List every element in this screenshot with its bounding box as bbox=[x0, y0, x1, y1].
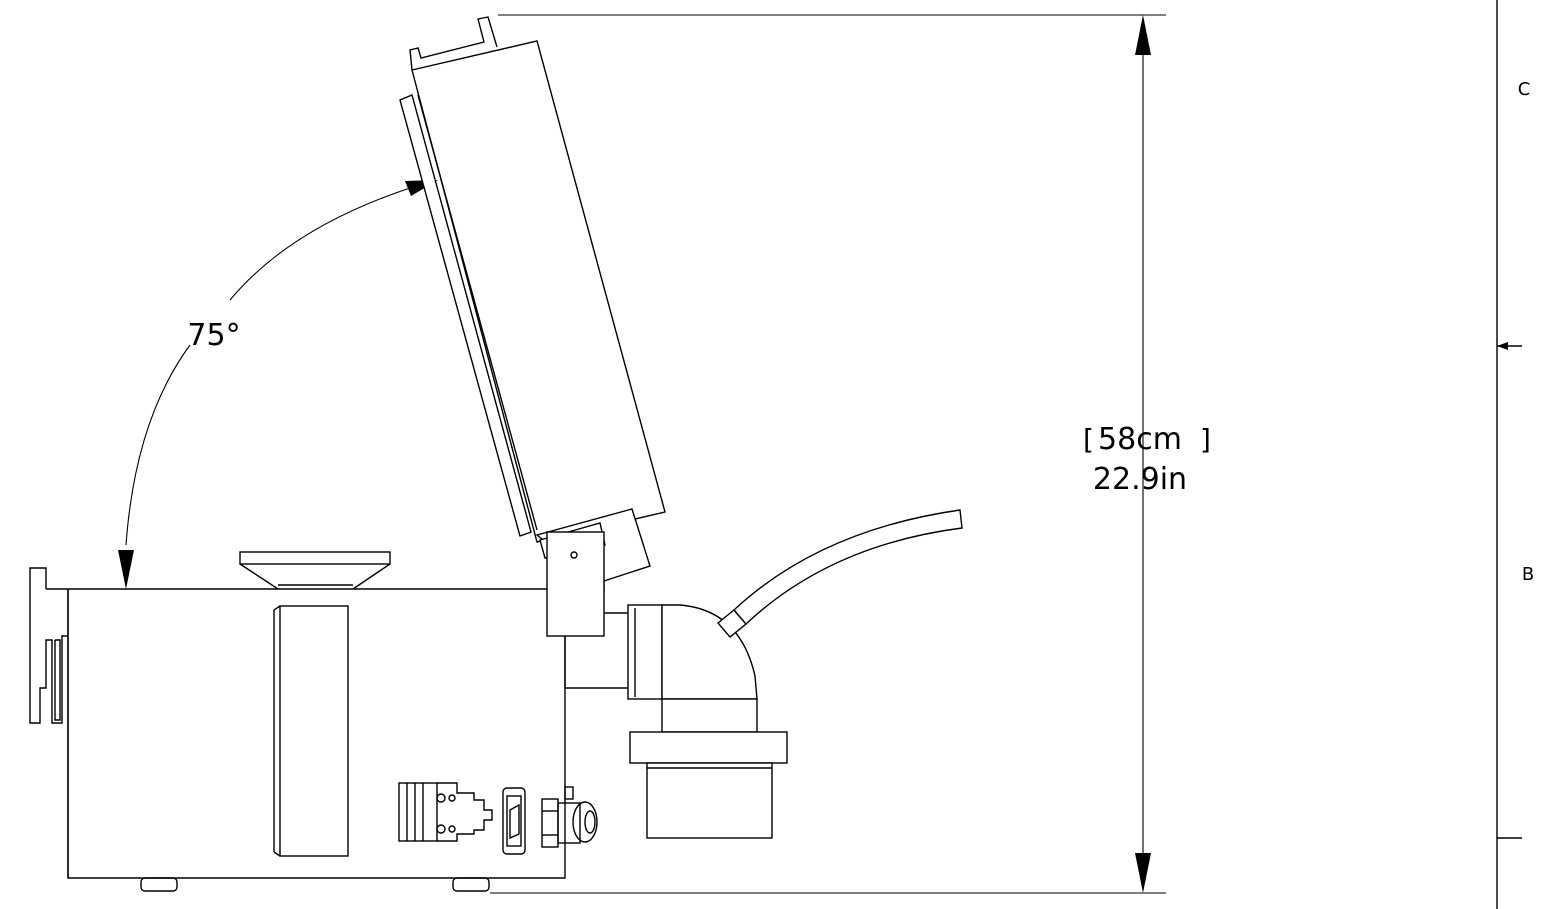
hinge-tube bbox=[564, 612, 628, 689]
tilted-lid bbox=[399, 16, 666, 592]
power-connector bbox=[398, 782, 493, 842]
top-handle bbox=[239, 551, 391, 590]
angle-label: 75° bbox=[187, 318, 240, 353]
cabinet-body bbox=[46, 588, 566, 879]
dimension-arrow-top bbox=[1135, 15, 1151, 55]
angle-dimension: 75° bbox=[118, 180, 438, 589]
svg-text:[: [ bbox=[1083, 423, 1094, 456]
cable-gland bbox=[541, 786, 598, 848]
sheet-border: C B bbox=[1496, 0, 1534, 909]
zone-label-b: B bbox=[1522, 564, 1534, 585]
height-extension-lines bbox=[490, 14, 1166, 894]
exhaust-hose bbox=[717, 509, 963, 638]
front-panel bbox=[273, 605, 349, 857]
height-dimension-text: [ 58cm ] 22.9in bbox=[1083, 422, 1211, 497]
exhaust-elbow bbox=[627, 604, 788, 839]
wall-bracket bbox=[29, 567, 68, 724]
angle-arrow-bottom bbox=[118, 550, 134, 589]
dimension-arrow-bottom bbox=[1135, 853, 1151, 893]
svg-text:]: ] bbox=[1200, 423, 1211, 456]
zone-label-c: C bbox=[1518, 79, 1531, 100]
hinge-block bbox=[546, 531, 605, 637]
height-imperial-label: 22.9in bbox=[1093, 462, 1187, 497]
height-metric-label: 58cm bbox=[1098, 422, 1182, 457]
foot-left bbox=[140, 877, 178, 892]
toggle-switch bbox=[502, 787, 526, 855]
foot-right bbox=[452, 877, 490, 892]
height-dimension-line bbox=[1135, 15, 1151, 893]
